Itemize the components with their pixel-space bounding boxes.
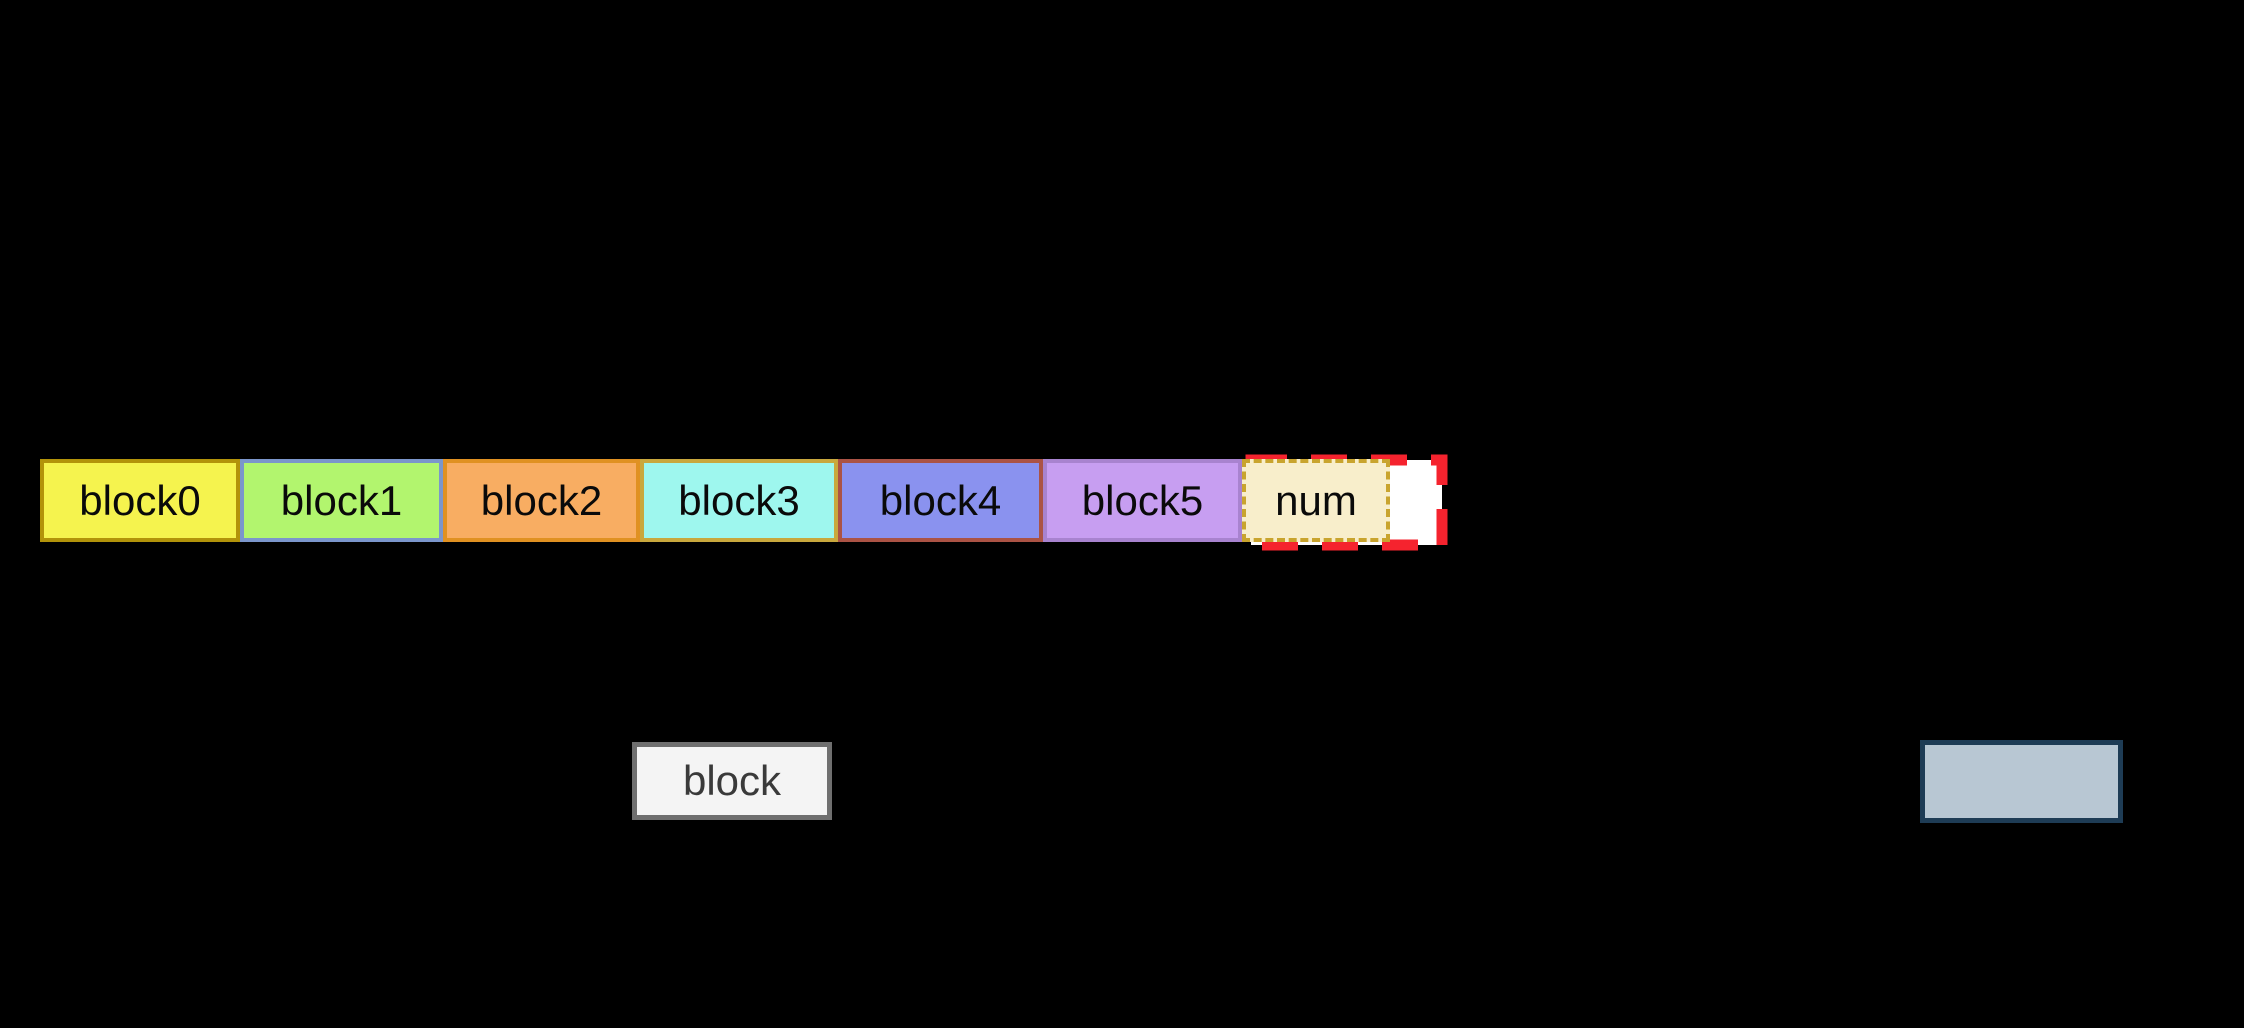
memory-cell-block4[interactable]: block4	[838, 459, 1043, 542]
memory-cell-label: block0	[79, 476, 201, 524]
memory-cell-label: block4	[879, 476, 1002, 524]
memory-cell-label: block3	[678, 476, 800, 524]
dragged-num-block[interactable]: num	[1242, 459, 1390, 542]
dragged-num-label: num	[1275, 476, 1357, 524]
memory-cell-label: block5	[1081, 476, 1204, 524]
memory-cell-block3[interactable]: block3	[640, 459, 838, 542]
memory-cell-label: block1	[280, 476, 403, 524]
memory-cell-block1[interactable]: block1	[240, 459, 443, 542]
memory-cell-label: block2	[480, 476, 603, 524]
palette-block-item[interactable]: block	[632, 742, 832, 820]
memory-cell-block2[interactable]: block2	[443, 459, 640, 542]
memory-cell-block5[interactable]: block5	[1043, 459, 1242, 542]
empty-slot-box[interactable]	[1920, 740, 2123, 823]
memory-cell-block0[interactable]: block0	[40, 459, 240, 542]
palette-block-label: block	[682, 757, 782, 804]
